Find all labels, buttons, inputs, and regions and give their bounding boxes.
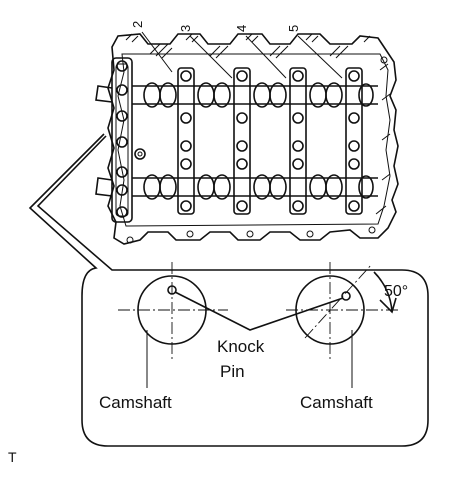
- bearing-cap-5: [345, 67, 363, 215]
- cylinder-leader-lines: [141, 31, 343, 79]
- cylinder-number-labels: 2 3 4 5: [130, 21, 343, 79]
- angle-label: 50°: [384, 283, 408, 300]
- knock-pin-detail-callout: 50° Knock Pin Camshaft Camshaft: [28, 133, 429, 447]
- left-camshaft-label: Camshaft: [99, 393, 172, 412]
- left-knock-pin: [167, 285, 177, 295]
- bearing-cap-3: [233, 67, 251, 215]
- bearing-cap-2: [177, 67, 195, 215]
- right-knock-pin: [341, 291, 351, 301]
- lower-camshaft: [132, 174, 378, 200]
- bearing-caps: [177, 67, 363, 215]
- callout-outline: [28, 133, 429, 447]
- bearing-cap-4: [289, 67, 307, 215]
- right-camshaft-label: Camshaft: [300, 393, 373, 412]
- cylinder-number-3: 3: [178, 25, 193, 32]
- right-camshaft-end-view: [286, 262, 400, 360]
- cylinder-number-5: 5: [286, 25, 301, 32]
- knock-pin-label-line-1: Knock: [217, 337, 265, 356]
- cylinder-number-2: 2: [130, 21, 145, 28]
- camshaft-housing-illustration: [95, 33, 399, 245]
- knock-pin-label-line-2: Pin: [220, 362, 245, 381]
- upper-camshaft: [132, 82, 378, 108]
- cylinder-number-4: 4: [234, 25, 249, 32]
- corner-mark: T: [8, 449, 17, 465]
- knock-pin-leader: [174, 291, 344, 331]
- angle-indicator: 50°: [373, 271, 408, 314]
